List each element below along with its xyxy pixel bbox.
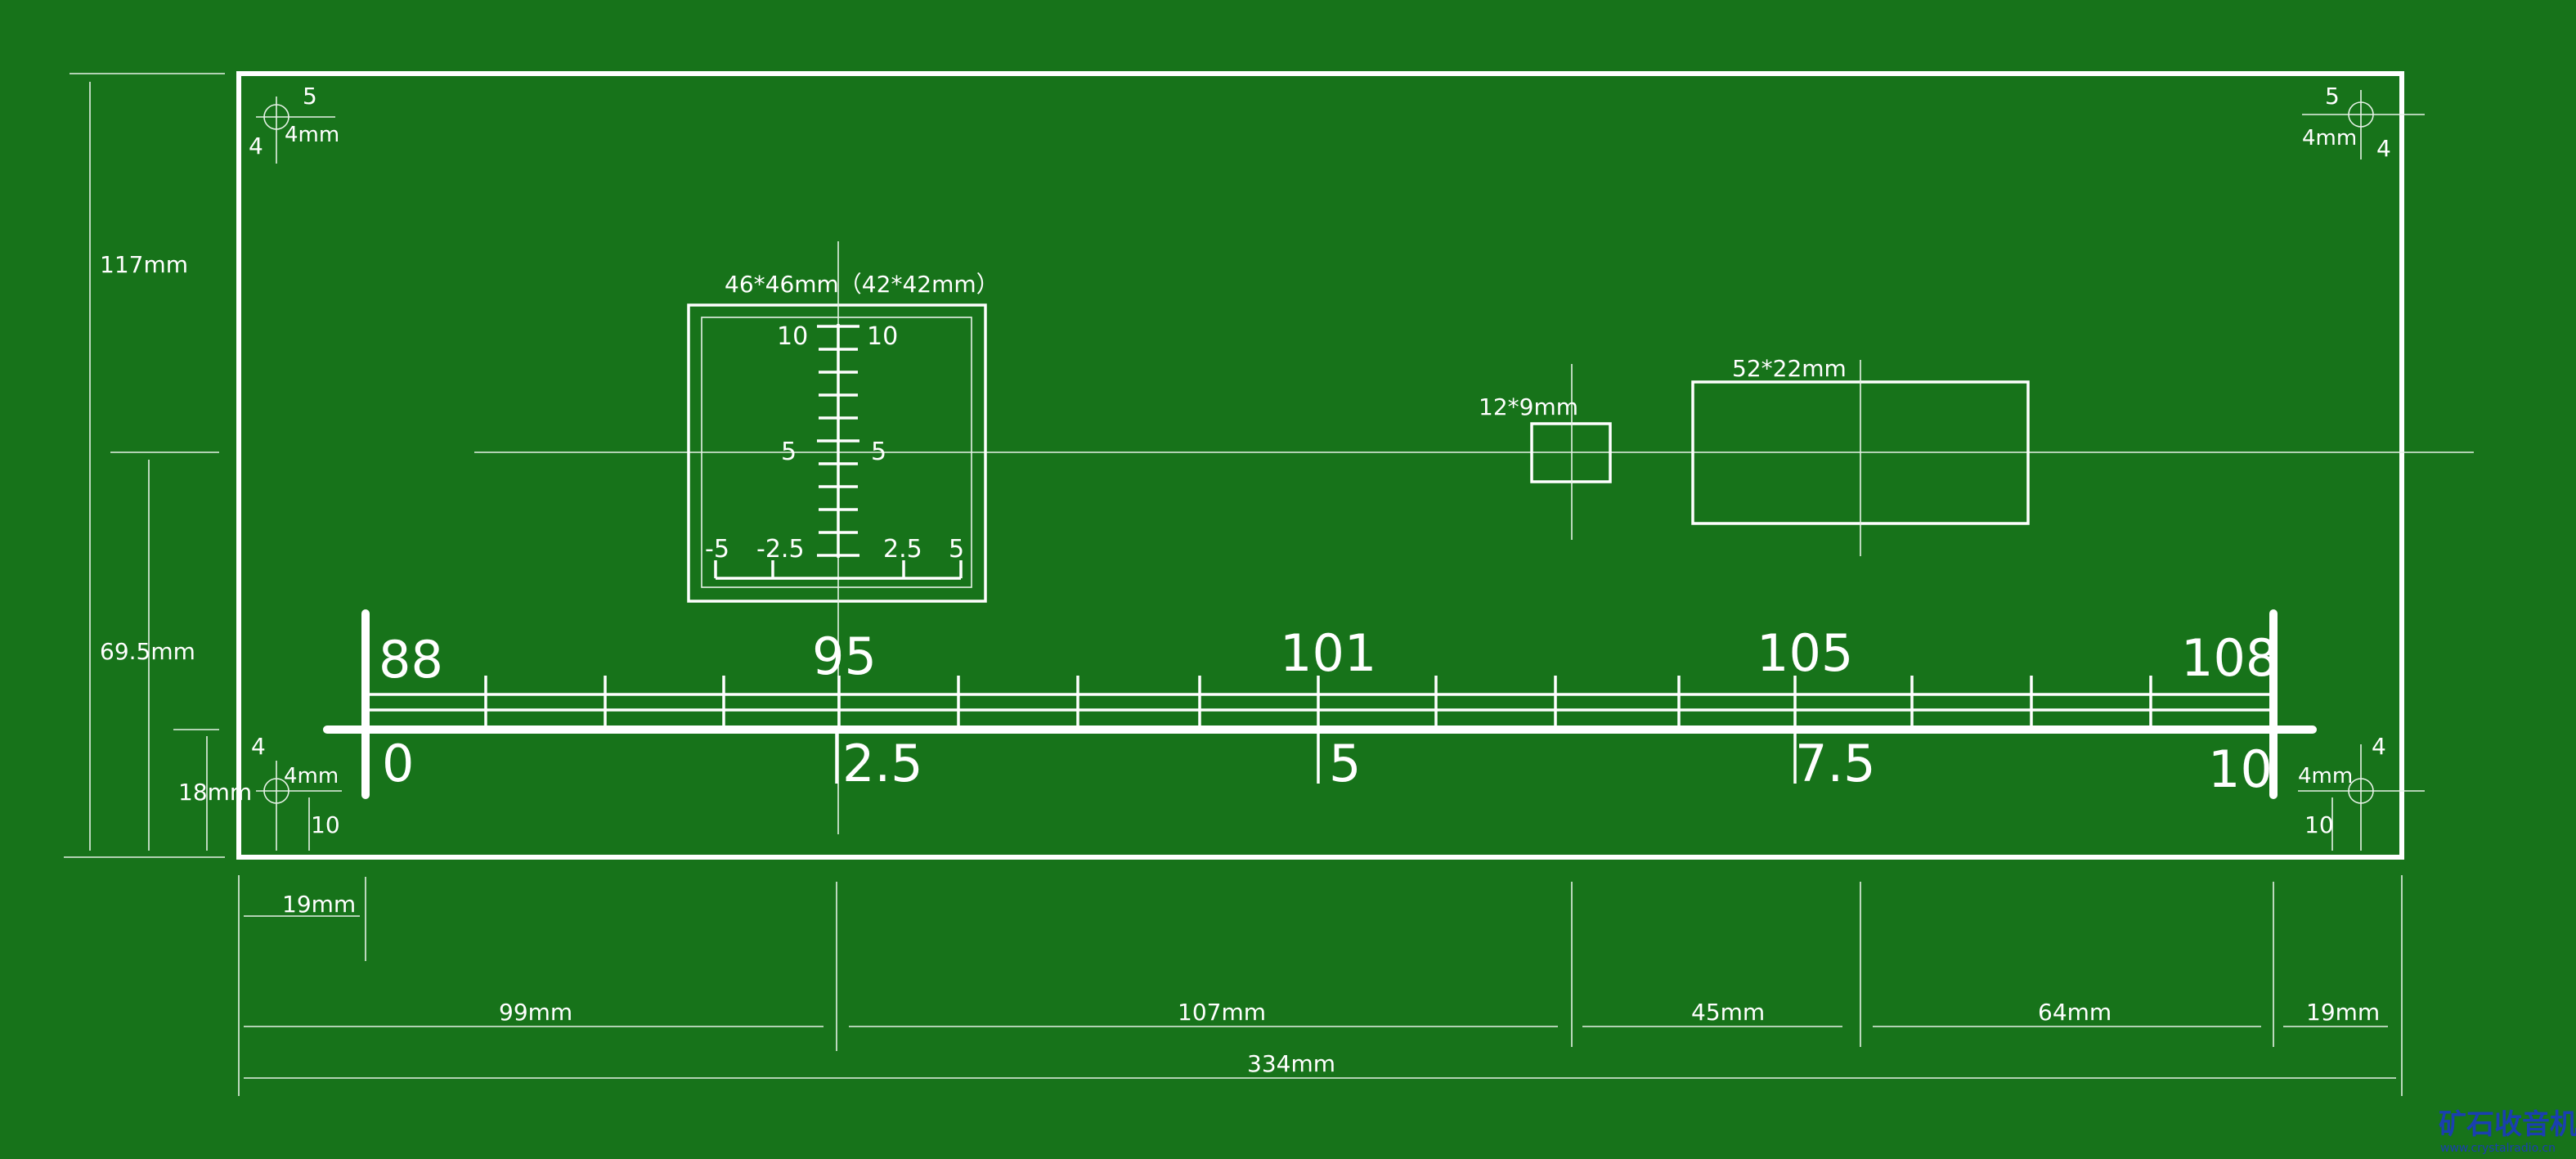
segment-1-label: 99mm (499, 999, 572, 1026)
meter-bottom-label: -5 (705, 535, 729, 564)
small-cutout: 12*9mm (1479, 364, 1612, 540)
hole-offset-y: 4 (2376, 135, 2391, 162)
fm-label: 88 (379, 630, 443, 690)
segment-3-label: 45mm (1691, 999, 1765, 1026)
meter-left-mid: 5 (781, 438, 797, 466)
tuning-dial: 88 95 101 105 108 0 2.5 5 7.5 10 (323, 609, 2317, 799)
height-lower-label: 18mm (178, 779, 252, 806)
scale-label: 2.5 (842, 734, 923, 793)
site-watermark: 矿石收音机 www.crystalradio.cn (2439, 1108, 2576, 1155)
fm-label: 105 (1757, 623, 1853, 683)
segment-5-label: 19mm (2306, 999, 2380, 1026)
corner-hole-bottom-right: 4 4mm 10 (2298, 733, 2425, 851)
hole-diameter: 4mm (285, 123, 339, 147)
meter-right-mid: 5 (871, 438, 886, 466)
hole-offset-x: 5 (303, 83, 317, 110)
small-cutout-outline (1530, 422, 1612, 483)
bottom-dimensions: 19mm 99mm 107mm 45mm 64mm 19mm 334mm (238, 875, 2403, 1096)
meter-size-label: 46*46mm（42*42mm） (725, 271, 999, 298)
meter-inner-outline (701, 317, 972, 588)
meter-bottom-label: -2.5 (756, 535, 805, 564)
segment-4-label: 64mm (2038, 999, 2112, 1026)
total-width-label: 334mm (1247, 1050, 1335, 1077)
large-cutout-label: 52*22mm (1732, 355, 1847, 382)
large-cutout: 52*22mm (1691, 355, 2030, 556)
left-dimensions: 117mm 69.5mm 18mm (64, 73, 252, 858)
fm-label: 108 (2181, 628, 2278, 688)
hole-offset-x: 10 (311, 811, 340, 838)
fm-label: 101 (1280, 623, 1376, 683)
meter-left-top: 10 (777, 322, 808, 351)
watermark-url: www.crystalradio.cn (2440, 1142, 2556, 1155)
meter-outline (687, 303, 987, 603)
hole-diameter: 4mm (2302, 126, 2357, 150)
height-total-label: 117mm (100, 251, 188, 278)
watermark-logo: 矿石收音机 (2439, 1108, 2576, 1141)
hole-offset-y: 4 (2372, 733, 2386, 760)
left-margin-label: 19mm (282, 891, 356, 918)
scale-label: 5 (1329, 734, 1361, 793)
hole-offset-x: 10 (2304, 811, 2334, 838)
panel-outline (236, 71, 2404, 860)
height-upper-label: 69.5mm (100, 638, 195, 665)
scale-label: 10 (2208, 739, 2273, 799)
hole-offset-x: 5 (2325, 83, 2340, 110)
hole-offset-y: 4 (249, 133, 263, 159)
meter-window: 46*46mm（42*42mm） 10 5 10 5 -5 -2.5 2.5 5 (687, 241, 999, 834)
meter-bottom-label: 5 (949, 535, 964, 564)
small-cutout-label: 12*9mm (1479, 393, 1578, 420)
corner-hole-top-right: 5 4 4mm (2302, 83, 2425, 162)
meter-bottom-label: 2.5 (883, 535, 922, 564)
segment-2-label: 107mm (1178, 999, 1266, 1026)
corner-hole-top-left: 5 4 4mm (249, 83, 339, 164)
hole-diameter: 4mm (284, 764, 339, 788)
scale-label: 0 (382, 734, 414, 793)
dial-ticks (484, 676, 2152, 784)
hole-offset-y: 4 (251, 733, 266, 760)
scale-label: 7.5 (1795, 734, 1876, 793)
meter-right-top: 10 (867, 322, 898, 351)
hole-diameter: 4mm (2298, 764, 2353, 788)
corner-hole-bottom-left: 4 4mm 10 (251, 733, 342, 851)
meter-ticks (714, 325, 963, 578)
fm-label: 95 (812, 627, 877, 686)
